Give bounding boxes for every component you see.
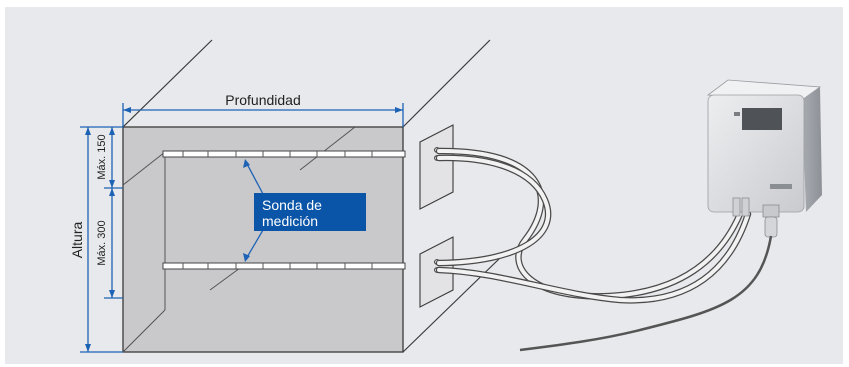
- probe-lower-tube: [162, 262, 406, 270]
- connector-2: [741, 197, 750, 217]
- tube-inner-3: [437, 212, 750, 303]
- probe-lower: [162, 262, 406, 270]
- duct-inner-corner-bottom: [122, 309, 166, 353]
- duct-face: [122, 126, 404, 353]
- device-side: [802, 87, 822, 212]
- probe-label-line2: medición: [262, 213, 318, 229]
- depth-arrow-left: [123, 107, 131, 113]
- probe-lower-holes: [182, 263, 373, 269]
- device-display: [742, 108, 782, 130]
- depth-arrow-right: [395, 107, 403, 113]
- pointer-lower-arrow: [243, 253, 250, 262]
- tube-inner-1: [437, 148, 742, 299]
- max300-arrow-top: [109, 188, 115, 196]
- probe-pointers: [243, 159, 264, 262]
- tubes: [435, 147, 752, 304]
- device-connectors: [732, 197, 780, 238]
- probe-upper-holes: [182, 151, 373, 157]
- depth-label: Profundidad: [225, 92, 301, 108]
- connector-1: [732, 197, 741, 217]
- dimensions: [80, 103, 404, 353]
- device-logo-mark: [734, 112, 740, 116]
- plate-upper: [419, 124, 454, 210]
- pressure-transmitter: [519, 79, 822, 352]
- pointer-upper-arrow: [243, 159, 250, 168]
- device-cable: [519, 235, 773, 352]
- height-label: Altura: [69, 222, 85, 259]
- duct-edge-top-left: [122, 39, 213, 128]
- duct-inner-corner-top: [122, 151, 166, 186]
- height-arrow-bottom: [85, 344, 91, 352]
- tube-inner-2: [437, 155, 551, 265]
- cable-gland: [764, 216, 778, 238]
- probe-label-box: [254, 193, 366, 231]
- duct-edge-top-right: [402, 39, 491, 128]
- max150-arrow-bottom: [109, 180, 115, 188]
- cable-gland-nut: [762, 204, 780, 218]
- duct-inner-diagonal-2: [209, 267, 241, 291]
- probe-upper: [162, 150, 406, 158]
- max150-arrow-top: [109, 127, 115, 135]
- max-150-label: Máx. 150: [96, 134, 108, 179]
- probe-label-line1: Sonda de: [262, 197, 322, 213]
- max300-arrow-bottom: [109, 290, 115, 298]
- duct-inner-diagonal-1: [299, 126, 356, 171]
- duct-inner-lines: [122, 126, 356, 353]
- max-300-label: Máx. 300: [96, 220, 108, 265]
- pointer-lower: [245, 229, 264, 260]
- height-arrow-top: [85, 127, 91, 135]
- pointer-upper: [245, 161, 264, 195]
- device-nameplate: [770, 184, 792, 189]
- probe-upper-tube: [162, 150, 406, 158]
